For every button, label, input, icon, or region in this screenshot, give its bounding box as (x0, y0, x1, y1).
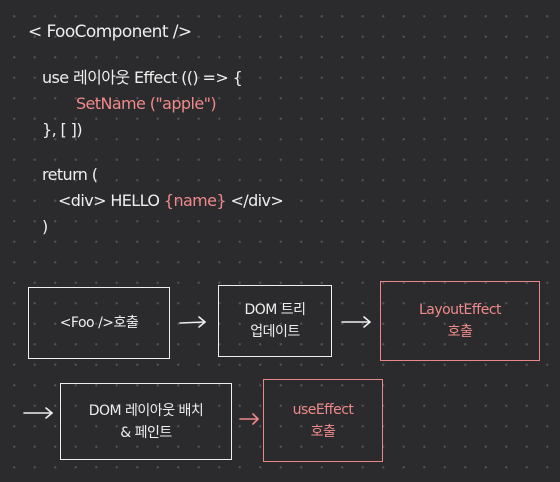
jsx-line: <div> HELLO {name} </div> (58, 191, 284, 211)
component-tag: < FooComponent /> (28, 22, 192, 42)
step-layout-paint-label-1: DOM 레이아웃 배치 (88, 402, 204, 419)
div-open: <div> HELLO (58, 191, 164, 210)
arrow-foo-to-dom-tree (179, 316, 206, 328)
arrow-layout-paint-to-use-effect (239, 413, 259, 425)
step-use-effect-label-2: 호출 (310, 423, 336, 440)
step-layout-paint-label-2: & 페인트 (120, 424, 172, 441)
name-expression: {name} (163, 191, 227, 210)
div-close: </div> (226, 191, 284, 210)
step-layout-effect-label-1: LayoutEffect (418, 302, 502, 318)
step-use-effect-label-1: useEffect (292, 401, 354, 418)
arrow-into-layout-paint (23, 407, 53, 419)
step-dom-tree-label-2: 업데이트 (250, 324, 300, 340)
step-dom-tree-update-box: DOM 트리 업데이트 (218, 285, 332, 357)
step-layout-effect-box: LayoutEffect 호출 (380, 281, 540, 361)
step-use-effect-box: useEffect 호출 (263, 379, 383, 462)
step-foo-call-label: <Foo />호출 (59, 315, 139, 331)
step-layout-effect-label-2: 호출 (447, 324, 473, 340)
return-close: ) (42, 217, 48, 236)
step-dom-tree-label-1: DOM 트리 (244, 302, 306, 318)
return-open: return ( (42, 165, 98, 184)
effect-close: }, [ ]) (42, 120, 83, 139)
use-layout-effect-line: use 레이아웃 Effect (() => { (42, 68, 243, 87)
set-name-call: SetName ("apple") (76, 94, 217, 113)
arrow-dom-tree-to-layout-effect (341, 316, 371, 328)
step-foo-call-box: <Foo />호출 (28, 287, 170, 359)
step-layout-paint-box: DOM 레이아웃 배치 & 페인트 (60, 383, 232, 460)
